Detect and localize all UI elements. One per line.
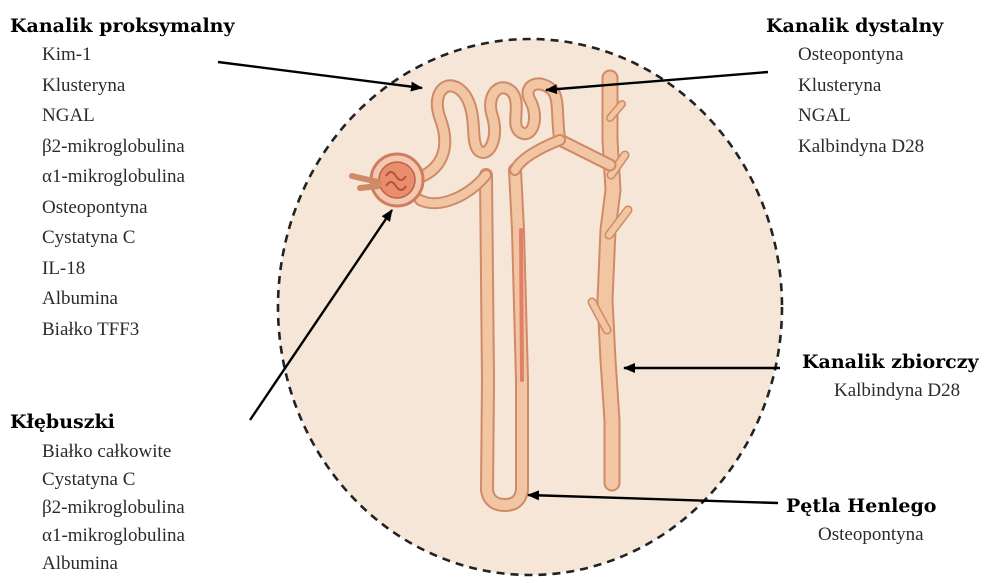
marker-item: α1-mikroglobulina <box>42 162 235 193</box>
loop-of-henle-group: Pętla Henlego Osteopontyna <box>786 494 936 551</box>
marker-item: NGAL <box>798 101 943 132</box>
marker-item: Białko TFF3 <box>42 315 235 346</box>
marker-item: Osteopontyna <box>42 193 235 224</box>
marker-item: Kim-1 <box>42 40 235 71</box>
marker-item: β2-mikroglobulina <box>42 494 185 522</box>
proximal-tubule-group: Kanalik proksymalny Kim-1 Klusteryna NGA… <box>10 14 235 345</box>
collecting-duct-group: Kanalik zbiorczy Kalbindyna D28 <box>802 350 979 407</box>
distal-tubule-group: Kanalik dystalny Osteopontyna Klusteryna… <box>766 14 943 162</box>
marker-item: Albumina <box>42 550 185 578</box>
marker-item: Cystatyna C <box>42 466 185 494</box>
marker-item: Osteopontyna <box>798 40 943 71</box>
marker-item: Osteopontyna <box>818 520 936 551</box>
distal-tubule-title: Kanalik dystalny <box>766 14 943 38</box>
marker-item: Kalbindyna D28 <box>798 132 943 163</box>
marker-item: Kalbindyna D28 <box>834 376 979 407</box>
marker-item: IL-18 <box>42 254 235 285</box>
marker-item: Klusteryna <box>42 71 235 102</box>
collecting-duct-title: Kanalik zbiorczy <box>802 350 979 374</box>
arrow-proximal <box>218 62 422 88</box>
marker-item: α1-mikroglobulina <box>42 522 185 550</box>
marker-item: Cystatyna C <box>42 223 235 254</box>
glomeruli-group: Kłębuszki Białko całkowite Cystatyna C β… <box>10 410 185 578</box>
glomeruli-title: Kłębuszki <box>10 410 185 434</box>
marker-item: Klusteryna <box>798 71 943 102</box>
marker-item: Albumina <box>42 284 235 315</box>
proximal-tubule-title: Kanalik proksymalny <box>10 14 235 38</box>
marker-item: β2-mikroglobulina <box>42 132 235 163</box>
loop-of-henle-title: Pętla Henlego <box>786 494 936 518</box>
marker-item: NGAL <box>42 101 235 132</box>
marker-item: Białko całkowite <box>42 438 185 466</box>
